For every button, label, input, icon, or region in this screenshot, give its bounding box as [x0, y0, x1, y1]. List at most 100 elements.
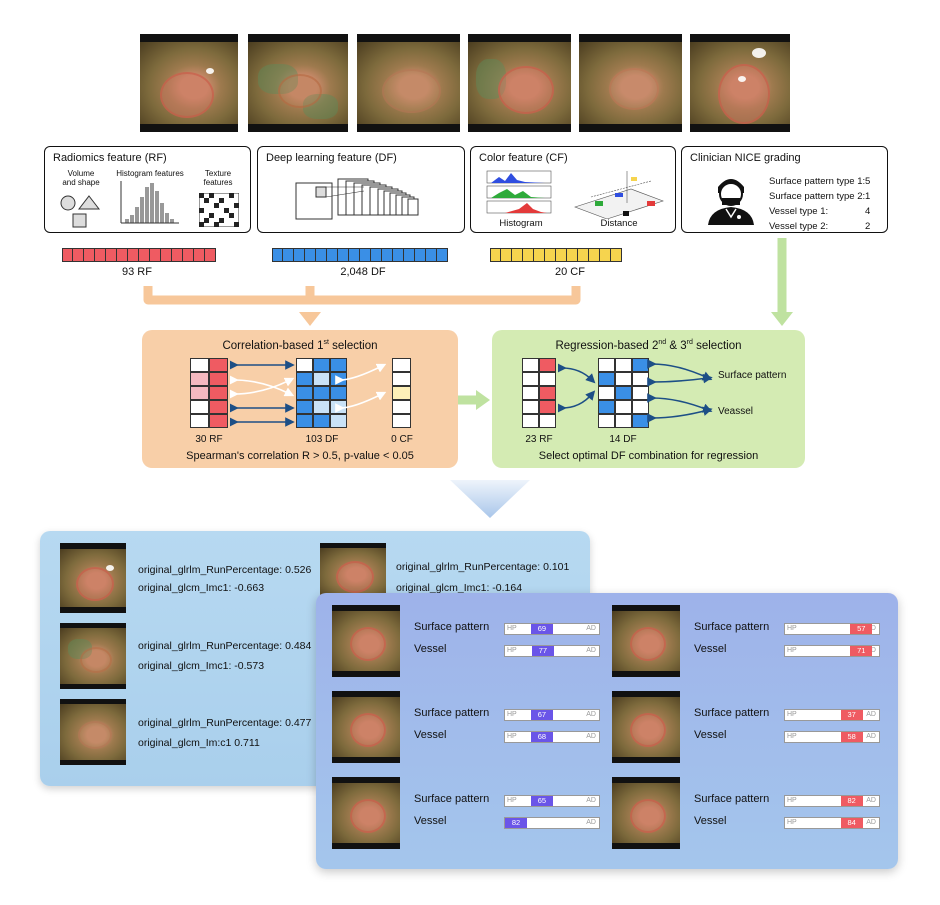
- matrix-cell: [539, 414, 556, 428]
- result-3-feature-2: original_glcm_Imc1: -0.573: [138, 660, 265, 672]
- feature-cell: [426, 248, 437, 262]
- cf-count: 20 CF: [555, 266, 585, 278]
- matrix-cell: [190, 372, 209, 386]
- prediction-image-6: [612, 777, 680, 849]
- matrix-cell: [522, 372, 539, 386]
- nice-row-4-value: 2: [865, 221, 871, 232]
- clinician-icon: [708, 179, 754, 225]
- rf-feature-vector: [62, 248, 216, 262]
- histogram-features-label: Histogram features: [116, 169, 184, 178]
- ad-label: AD: [866, 797, 876, 804]
- prediction-image-2: [612, 605, 680, 677]
- texture-icon: [199, 193, 239, 227]
- matrix-cell: [392, 400, 411, 414]
- result-1-feature-2: original_glcm_Imc1: -0.663: [138, 582, 265, 594]
- vessel-row-label: Vessel: [694, 729, 727, 741]
- matrix-cell: [313, 414, 330, 428]
- vessel-target: Veassel: [718, 406, 754, 417]
- feature-cell: [404, 248, 415, 262]
- nice-row-2-label: Surface pattern type 2:: [769, 191, 866, 202]
- hp-label: HP: [507, 733, 517, 740]
- nice-row-2-value: 1: [865, 191, 871, 202]
- score-value: 71: [850, 646, 873, 656]
- second-selection-footer: Select optimal DF combination for regres…: [538, 450, 759, 462]
- feature-cell: [194, 248, 205, 262]
- second-selection-title: Regression-based 2nd & 3rd selection: [555, 339, 742, 352]
- matrix-cell: [598, 386, 615, 400]
- feature-cell: [371, 248, 382, 262]
- score-value: 67: [530, 710, 553, 720]
- feature-cell: [545, 248, 556, 262]
- hp-label: HP: [787, 647, 797, 654]
- result-4-feature-1: original_glrlm_RunPercentage: 0.477: [138, 717, 312, 729]
- second-df-label: 14 DF: [609, 434, 637, 445]
- result-1-feature-1: original_glrlm_RunPercentage: 0.526: [138, 564, 312, 576]
- feature-cell: [393, 248, 404, 262]
- vessel-row-label: Vessel: [694, 643, 727, 655]
- feature-cell: [490, 248, 501, 262]
- texture-features-label: Texture features: [203, 169, 233, 187]
- df-box-title: Deep learning feature (DF): [266, 152, 397, 164]
- regression-arrows: [558, 359, 713, 423]
- matrix-cell: [392, 414, 411, 428]
- first-rf-label: 30 RF: [195, 434, 223, 445]
- matrix-cell: [598, 414, 615, 428]
- nice-row-1-value: 5: [865, 176, 871, 187]
- matrix-cell: [296, 386, 313, 400]
- correlation-arrows: [230, 360, 387, 427]
- matrix-cell: [539, 386, 556, 400]
- distance-label: Distance: [600, 218, 638, 229]
- feature-cell: [117, 248, 128, 262]
- nice-row-4-label: Vessel type 2:: [769, 221, 829, 232]
- feature-cell: [338, 248, 349, 262]
- feature-cell: [567, 248, 578, 262]
- ad-label: AD: [586, 733, 596, 740]
- endoscopy-image-3: [357, 34, 460, 132]
- matrix-cell: [313, 358, 330, 372]
- feature-cell: [327, 248, 338, 262]
- second-rf-label: 23 RF: [525, 434, 553, 445]
- matrix-cell: [539, 400, 556, 414]
- radiomics-feature-box: Radiomics feature (RF) Volume and shape …: [44, 146, 251, 233]
- matrix-cell: [190, 414, 209, 428]
- first-cf-label: 0 CF: [391, 434, 413, 445]
- regression-selection-panel: Regression-based 2nd & 3rd selection Sur…: [492, 330, 805, 468]
- score-value: 57: [850, 624, 873, 634]
- endoscopy-image-2: [248, 34, 348, 132]
- matrix-cell: [539, 358, 556, 372]
- result-image-2: [320, 543, 386, 601]
- matrix-cell: [392, 372, 411, 386]
- surface-pattern-target: Surface pattern: [718, 370, 787, 381]
- selected-df-matrix: [598, 358, 649, 428]
- result-4-feature-2: original_glcm_Im:c1 0.711: [138, 737, 260, 749]
- feature-cell: [534, 248, 545, 262]
- rf-count: 93 RF: [122, 266, 152, 278]
- feature-cell: [305, 248, 316, 262]
- volume-shape-label: Volume and shape: [62, 169, 100, 187]
- down-arrow: [450, 480, 530, 518]
- cf-matrix: [392, 358, 411, 428]
- matrix-cell: [209, 414, 228, 428]
- ad-label: AD: [866, 819, 876, 826]
- deep-learning-feature-box: Deep learning feature (DF): [257, 146, 465, 233]
- prediction-image-4: [612, 691, 680, 763]
- surface-row-label: Surface pattern: [694, 793, 770, 805]
- matrix-cell: [330, 414, 347, 428]
- feature-cell: [600, 248, 611, 262]
- feature-cell: [272, 248, 283, 262]
- matrix-cell: [190, 386, 209, 400]
- endoscopy-image-1: [140, 34, 238, 132]
- hp-label: HP: [787, 819, 797, 826]
- ad-label: AD: [866, 733, 876, 740]
- vessel-row-label: Vessel: [694, 815, 727, 827]
- ad-label: AD: [586, 819, 596, 826]
- matrix-cell: [313, 372, 330, 386]
